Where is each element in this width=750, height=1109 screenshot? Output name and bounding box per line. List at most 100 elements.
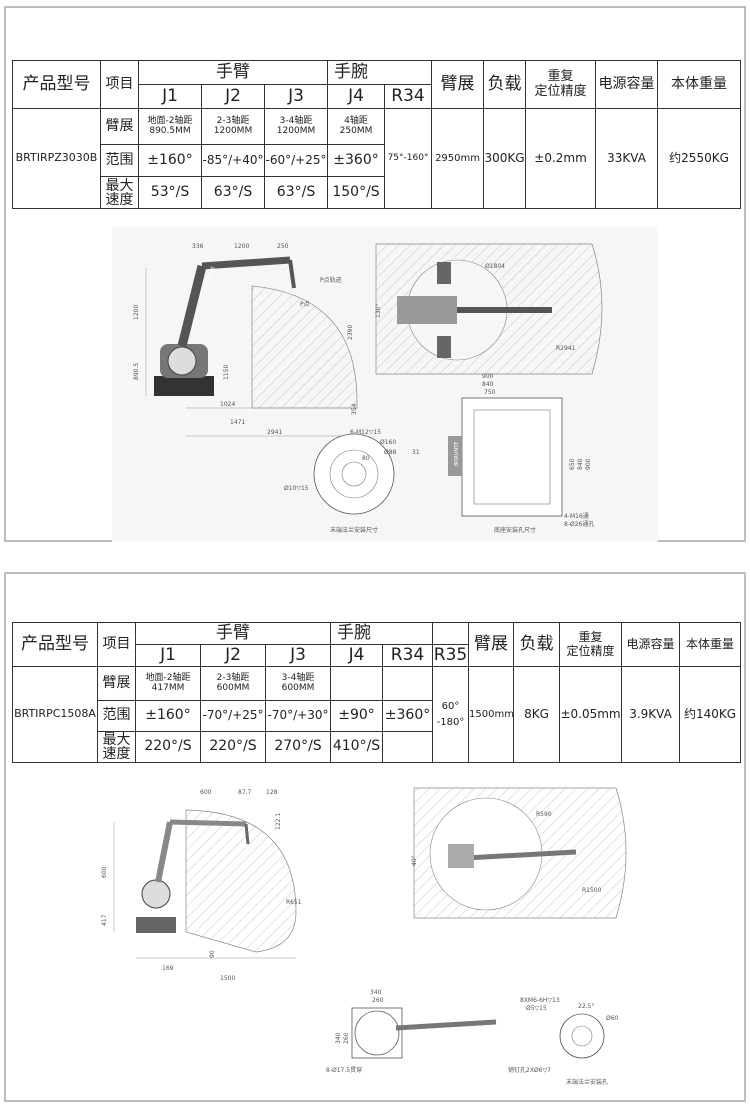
dim-90: 90	[209, 950, 216, 958]
dim-1200-top: 1200	[234, 243, 249, 250]
dim-8-17-5: 8-Ø17.5贯穿	[326, 1066, 362, 1074]
cell-range-j2: -85°/+40°	[201, 144, 265, 177]
row-label-speed: 最大 速度	[100, 176, 139, 209]
axis-j4: J4	[330, 644, 384, 667]
side-view-drawing: 600 87.7 128 122.1 600 417 90 169 1500 R…	[101, 789, 302, 982]
cell-speed-j1: 220°/S	[135, 731, 201, 763]
dim-1804: Ø1804	[485, 263, 505, 270]
header-model: 产品型号	[12, 60, 101, 109]
value-repeat: ±0.2mm	[525, 108, 597, 209]
header-item: 项目	[97, 622, 136, 667]
dim-60: Ø60	[606, 1015, 619, 1022]
cell-speed-j3: 63°/S	[263, 176, 329, 209]
value-payload: 8KG	[513, 666, 561, 763]
header-model: 产品型号	[12, 622, 98, 667]
header-weight: 本体重量	[679, 622, 742, 667]
dim-4m16: 4-M16通	[564, 512, 589, 520]
header-reach: 臂展	[431, 60, 485, 109]
cell-reach-j4	[330, 666, 384, 701]
cell-reach-j1: 地面-2轴距 890.5MM	[138, 108, 202, 145]
spec-card-brtirpz3030b: 产品型号 项目 手臂 手腕 臂展 负载 重复 定位精度 电源容量 本体重量 J1…	[4, 6, 746, 542]
label-p-point: P点	[300, 300, 310, 308]
value-power: 3.9KVA	[621, 666, 681, 763]
base-drawing: 900 840 750 650 840 900 4-M16通 8-Ø26通孔 底…	[448, 373, 594, 534]
cell-range-j3: -70°/+30°	[264, 700, 332, 732]
technical-drawing-panel: 600 87.7 128 122.1 600 417 90 169 1500 R…	[101, 787, 627, 1086]
axis-r34: R34	[384, 84, 433, 109]
dim-2941: 2941	[267, 429, 282, 436]
axis-r35: R35	[432, 644, 470, 667]
label-p-track: P点轨迹	[320, 276, 342, 284]
dim-1200-side: 1200	[133, 305, 140, 320]
header-power: 电源容量	[621, 622, 681, 667]
row-label-reach: 臂展	[97, 666, 136, 701]
dim-pin-hole: 销钉孔2XØ6▽7	[508, 1066, 551, 1074]
dim-2390: 2390	[347, 325, 354, 340]
header-repeat: 重复 定位精度	[559, 622, 623, 667]
cell-speed-j2: 220°/S	[200, 731, 266, 763]
cell-reach-j2: 2-3轴距 1200MM	[201, 108, 265, 145]
top-view-drawing: Ø1804 130° R2941	[375, 243, 603, 375]
dim-8-26: 8-Ø26通孔	[564, 520, 594, 528]
dim-260-side: 260	[343, 1032, 350, 1044]
axis-j2: J2	[200, 644, 266, 667]
axis-j3: J3	[263, 84, 329, 109]
cell-reach-j2: 2-3轴距 600MM	[200, 666, 266, 701]
value-weight: 约2550KG	[657, 108, 742, 209]
dim-80: 80	[362, 455, 370, 462]
flange-caption: 末端法兰安装尺寸	[330, 526, 378, 534]
cell-speed-j3: 270°/S	[264, 731, 332, 763]
cell-range-j2: -70°/+25°	[200, 700, 266, 732]
cell-range-j4: ±360°	[327, 144, 386, 177]
axis-j3: J3	[264, 644, 332, 667]
dim-r1500: R1500	[582, 887, 602, 894]
dim-160: Ø160	[380, 439, 396, 446]
header-weight: 本体重量	[657, 60, 742, 109]
dim-260-top: 260	[372, 997, 384, 1004]
dim-1150: 1150	[223, 365, 230, 380]
dim-5-15: Ø5▽15	[526, 1005, 547, 1012]
dim-r590: R590	[536, 811, 552, 818]
dim-336: 336	[192, 243, 204, 250]
technical-drawing-panel: 336 1200 250 1200 890.5 1024 1471 2941 2…	[112, 226, 658, 542]
dim-600-top: 600	[200, 789, 212, 796]
axis-j1: J1	[138, 84, 202, 109]
dim-1024: 1024	[220, 401, 235, 408]
dim-600-side: 600	[101, 866, 108, 878]
header-payload: 负载	[513, 622, 561, 667]
cell-reach-r34	[382, 666, 434, 701]
cell-reach-j4: 4轴距 250MM	[327, 108, 386, 145]
axis-j2: J2	[201, 84, 265, 109]
cell-speed-j4: 150°/S	[327, 176, 386, 209]
dim-8xm6: 8XM6-6H▽13	[520, 997, 560, 1004]
cell-range-j3: -60°/+25°	[263, 144, 329, 177]
axis-j4: J4	[327, 84, 386, 109]
base-caption: 底座安装孔尺寸	[494, 526, 536, 534]
spec-table: 产品型号 项目 手臂 手腕 臂展 负载 重复 定位精度 电源容量 本体重量 J1…	[12, 622, 742, 763]
dim-340-side: 340	[335, 1032, 342, 1044]
dim-1500: 1500	[220, 975, 235, 982]
value-reach: 2950mm	[431, 108, 485, 209]
dim-840-side: 840	[577, 458, 584, 470]
cell-range-r35: 60° -180°	[432, 666, 470, 763]
cell-range-r34: ±360°	[382, 700, 434, 732]
header-reach: 臂展	[468, 622, 515, 667]
dim-1471: 1471	[230, 419, 245, 426]
header-repeat: 重复 定位精度	[525, 60, 597, 109]
dim-128: 128	[266, 789, 278, 796]
dim-650: 650	[569, 458, 576, 470]
dim-354: 354	[351, 403, 358, 415]
dim-r651: R651	[286, 899, 302, 906]
dim-169: 169	[162, 965, 174, 972]
cell-reach-j1: 地面-2轴距 417MM	[135, 666, 201, 701]
header-wrist: 手腕	[330, 622, 434, 645]
dim-900-top: 900	[482, 373, 494, 380]
dim-31: 31	[412, 449, 420, 456]
cell-range-j1: ±160°	[138, 144, 202, 177]
base-drawing: 340 260 340 260 8-Ø17.5贯穿	[326, 989, 497, 1074]
flange-drawing: 8XM6-6H▽13 Ø5▽15 22.5° Ø60 销钉孔2XØ6▽7 末端法…	[508, 997, 619, 1086]
cell-speed-j1: 53°/S	[138, 176, 202, 209]
brand-logo-base: BORUNTE	[454, 442, 460, 466]
axis-r34: R34	[382, 644, 434, 667]
header-wrist: 手腕	[327, 60, 433, 85]
